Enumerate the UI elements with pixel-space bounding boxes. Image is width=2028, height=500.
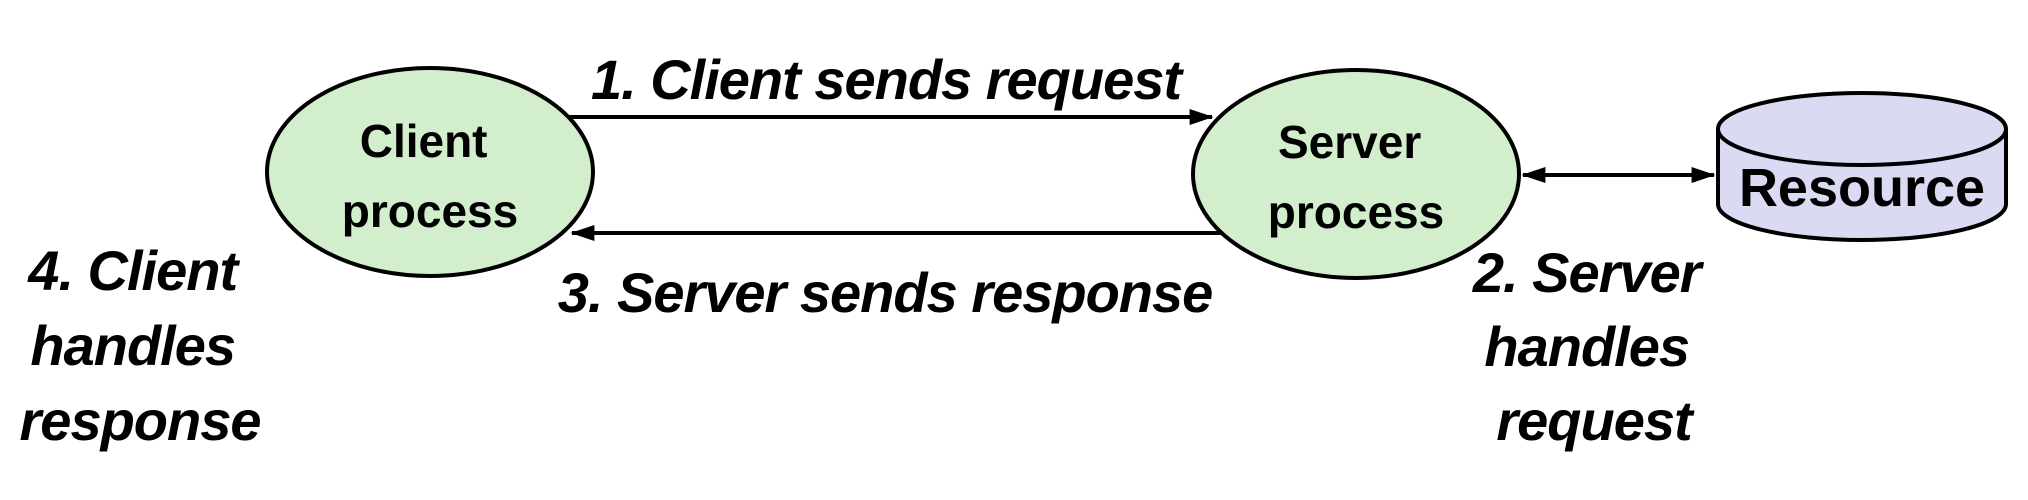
step4-line3: response (20, 389, 261, 452)
server-label-line2: process (1268, 186, 1444, 238)
step4-client-handles-response-label: 4. Client handles response (20, 239, 261, 452)
step4-line2: handles (30, 314, 235, 377)
step1-client-sends-request-label: 1. Client sends request (591, 48, 1184, 111)
step2-server-handles-request-label: 2. Server handles request (1472, 241, 1715, 452)
client-label-line1: Client (360, 115, 488, 167)
resource-label: Resource (1739, 158, 1985, 218)
step2-line2: handles (1484, 315, 1689, 378)
server-label-line1: Server (1278, 116, 1421, 168)
client-process-node (265, 66, 595, 278)
client-process-label: Client process (342, 115, 518, 237)
resource-cylinder-top (1716, 91, 2008, 167)
server-process-label: Server process (1268, 116, 1444, 238)
client-label-line2: process (342, 185, 518, 237)
server-process-node (1191, 68, 1521, 280)
step2-line1: 2. Server (1472, 241, 1705, 304)
step2-line3: request (1496, 389, 1695, 452)
step3-server-sends-response-label: 3. Server sends response (558, 261, 1213, 324)
step4-line1: 4. Client (27, 239, 240, 302)
